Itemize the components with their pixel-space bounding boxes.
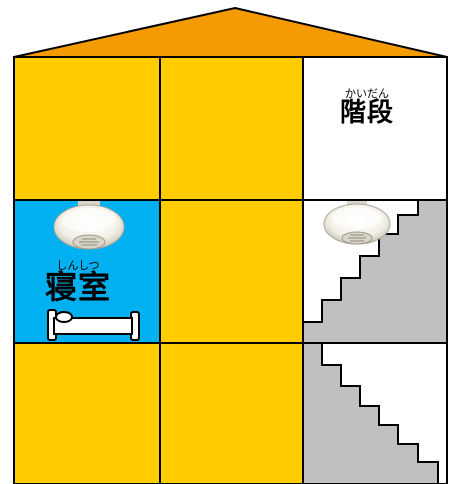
stairs-lower: [302, 342, 439, 484]
wall-lines: [13, 56, 448, 484]
bedroom-ruby: しんしつ: [38, 256, 118, 272]
room-top-middle: [160, 57, 303, 200]
room-stairs-top: [303, 57, 447, 200]
bed-icon: [47, 309, 140, 341]
room-bottom-left: [14, 343, 160, 484]
bedroom-title: 寝室: [44, 268, 111, 306]
room-middle-middle: [160, 200, 303, 343]
smoke-detector-icon: [53, 201, 125, 250]
bedroom-reading: しんしつ: [56, 259, 100, 272]
stairs-reading: かいだん: [345, 87, 389, 100]
bedroom-label: 寝室: [38, 271, 118, 303]
roof: [13, 6, 448, 58]
room-bottom-middle: [160, 343, 303, 484]
room-top-left: [14, 57, 160, 200]
stairs-label: 階段: [327, 100, 407, 126]
stairs-title: 階段: [339, 98, 394, 128]
stairs-ruby: かいだん: [327, 84, 407, 100]
smoke-detector-icon: [323, 201, 391, 245]
